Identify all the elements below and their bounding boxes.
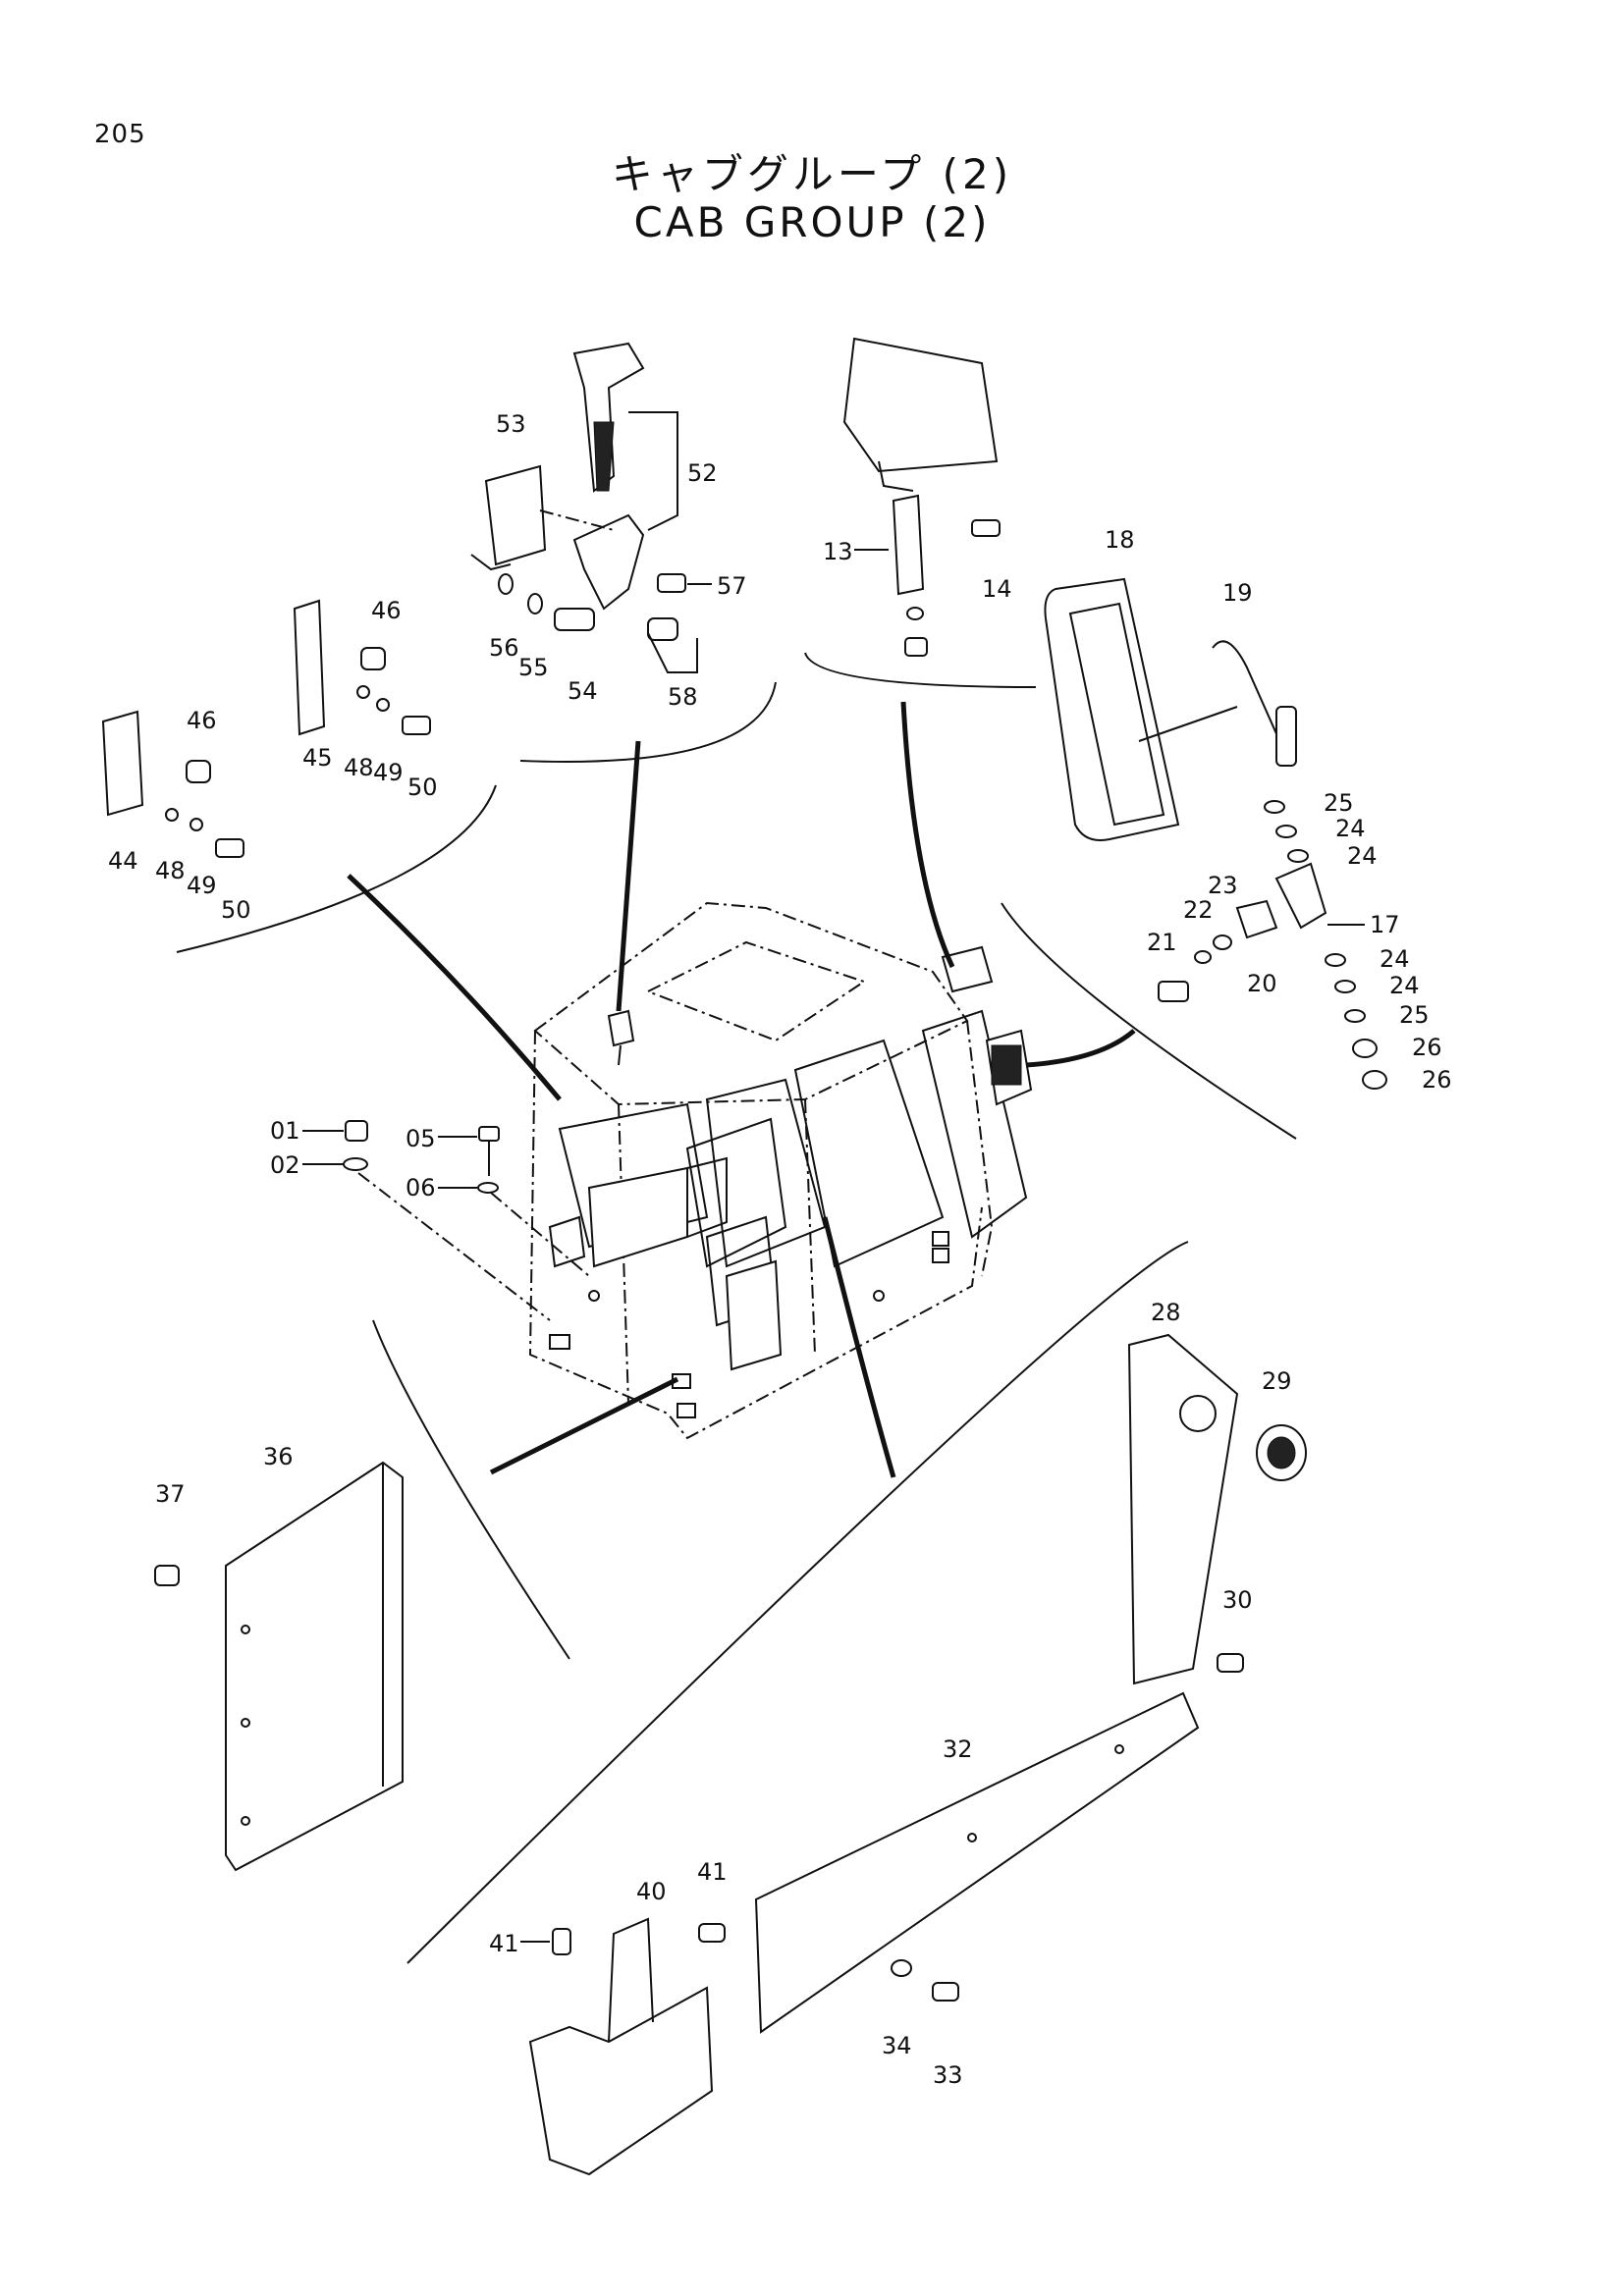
label-37: 37: [155, 1480, 186, 1508]
label-50-lower: 50: [221, 896, 251, 924]
label-48-upper: 48: [344, 754, 374, 781]
label-22: 22: [1183, 896, 1214, 924]
label-13: 13: [823, 538, 853, 565]
label-41-left: 41: [489, 1930, 519, 1957]
label-25-upper: 25: [1324, 789, 1354, 817]
label-46-upper: 46: [371, 597, 402, 624]
label-44: 44: [108, 847, 138, 875]
label-57: 57: [717, 572, 747, 600]
label-56: 56: [489, 634, 519, 662]
label-54: 54: [568, 677, 598, 705]
label-23: 23: [1208, 872, 1238, 899]
label-58: 58: [668, 683, 698, 711]
label-18: 18: [1105, 526, 1135, 554]
label-40: 40: [636, 1878, 667, 1905]
part-labels: 53 52 57 56 55 54 58 46 45 48 49 50 46 4…: [108, 410, 1452, 2089]
label-36: 36: [263, 1443, 294, 1470]
label-14: 14: [982, 575, 1012, 603]
label-17: 17: [1370, 911, 1400, 938]
label-49-lower: 49: [187, 872, 217, 899]
mirror-assembly: [842, 337, 1001, 657]
latch-assemblies: [101, 599, 431, 858]
label-41-right: 41: [697, 1858, 728, 1886]
label-24-b: 24: [1347, 842, 1378, 870]
label-06: 06: [406, 1174, 436, 1201]
bolts-nuts-washers: [343, 1120, 590, 1321]
callout-brackets: [176, 652, 1297, 1964]
label-45: 45: [302, 744, 333, 772]
label-55: 55: [518, 654, 549, 681]
cab-body: [528, 901, 1033, 1440]
label-49-upper: 49: [373, 759, 404, 786]
label-32: 32: [943, 1735, 973, 1763]
label-28: 28: [1151, 1299, 1181, 1326]
label-24-c: 24: [1380, 945, 1410, 973]
label-33: 33: [933, 2061, 963, 2089]
label-26-a: 26: [1412, 1034, 1442, 1061]
label-24-d: 24: [1389, 972, 1420, 999]
label-24-a: 24: [1335, 815, 1366, 842]
label-48-lower: 48: [155, 857, 186, 884]
cover-assembly: [154, 1461, 404, 1872]
label-05: 05: [406, 1125, 436, 1152]
bracket-assembly: [528, 1917, 726, 2176]
label-20: 20: [1247, 970, 1277, 997]
lever-assembly: [470, 342, 698, 673]
label-02: 02: [270, 1151, 300, 1179]
label-50-upper: 50: [407, 774, 438, 801]
title-english: CAB GROUP (2): [633, 198, 991, 246]
label-34: 34: [882, 2032, 912, 2059]
label-21: 21: [1147, 929, 1177, 956]
label-26-b: 26: [1422, 1066, 1452, 1094]
label-25-lower: 25: [1399, 1001, 1430, 1029]
label-19: 19: [1222, 579, 1253, 607]
panel-assemblies: [754, 1333, 1307, 2034]
label-52: 52: [687, 459, 718, 487]
label-53: 53: [496, 410, 526, 438]
page-number: 205: [94, 120, 146, 149]
label-01: 01: [270, 1117, 300, 1145]
label-30: 30: [1222, 1586, 1253, 1614]
title-japanese: キャブグループ (2): [611, 150, 1013, 198]
label-29: 29: [1262, 1367, 1292, 1395]
label-46-lower: 46: [187, 707, 217, 734]
side-window-assembly: [1044, 577, 1387, 1090]
